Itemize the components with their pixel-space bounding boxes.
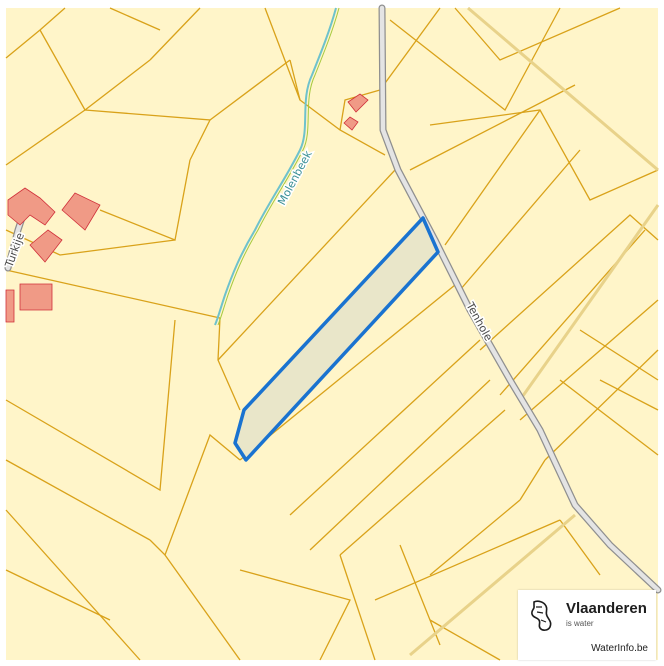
parcel-boundaries bbox=[5, 7, 659, 661]
flemish-lion-icon bbox=[531, 600, 552, 631]
building bbox=[7, 187, 56, 226]
vlaanderen-logo[interactable]: Vlaanderen is water WaterInfo.be bbox=[518, 590, 656, 660]
selected-parcel[interactable] bbox=[233, 216, 440, 462]
building bbox=[29, 229, 63, 263]
brand-name: Vlaanderen bbox=[566, 600, 647, 617]
building bbox=[347, 93, 369, 113]
building bbox=[61, 192, 101, 231]
building bbox=[5, 289, 15, 323]
brand-site: WaterInfo.be bbox=[591, 643, 648, 654]
building bbox=[343, 116, 359, 131]
road-tenhole bbox=[378, 4, 662, 594]
brand-tagline: is water bbox=[566, 619, 594, 628]
buildings bbox=[5, 93, 369, 323]
building bbox=[19, 283, 53, 311]
minor-lanes bbox=[409, 6, 660, 657]
stream-molenbeek bbox=[214, 7, 340, 326]
